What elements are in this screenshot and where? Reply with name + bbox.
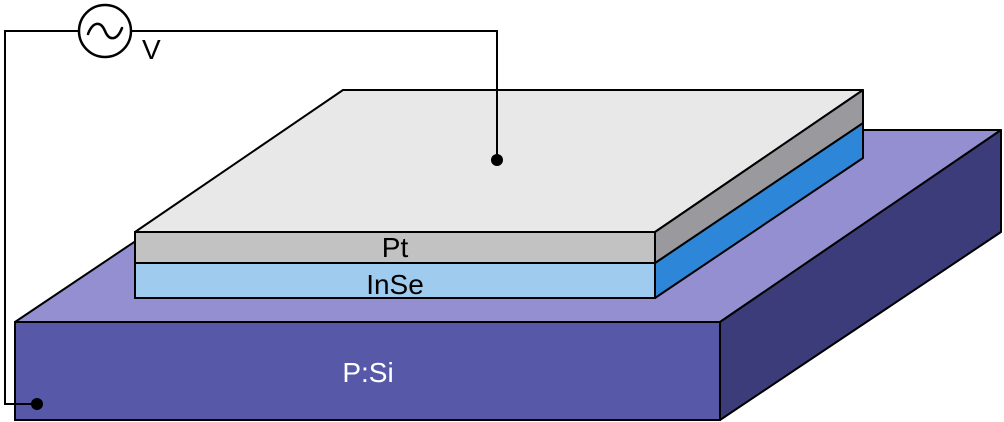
pt-front-face: [134, 231, 656, 264]
substrate-front-face: [14, 321, 721, 421]
inse-front-face: [134, 262, 656, 299]
inse-label: InSe: [366, 269, 424, 300]
substrate-label: P:Si: [342, 357, 393, 388]
wire-right: [131, 30, 498, 160]
inse-layer: [134, 122, 864, 299]
circuit-wire: [4, 30, 498, 405]
ac-source-icon: [77, 3, 133, 59]
pt-label: Pt: [382, 232, 409, 263]
top-contact-dot: [491, 154, 503, 166]
substrate-contact-dot: [31, 398, 43, 410]
wire-left: [4, 30, 79, 405]
source-label: V: [142, 34, 161, 65]
